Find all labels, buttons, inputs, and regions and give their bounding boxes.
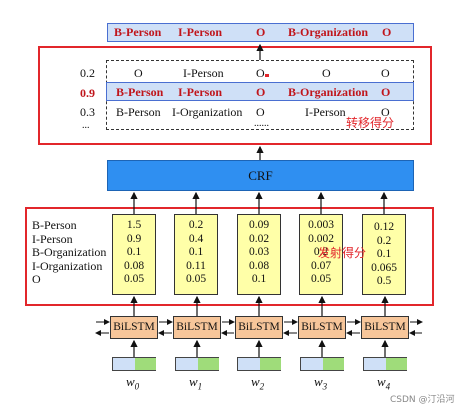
tag-label-2: B-Organization <box>32 245 107 260</box>
final-tag-3: B-Organization <box>288 25 368 39</box>
final-tag-1: I-Person <box>178 25 222 39</box>
emission-score: 0.11 <box>186 259 206 272</box>
tag-label-3: I-Organization <box>32 258 103 273</box>
candidate-score-0: 0.2 <box>80 66 95 80</box>
word-3: w3 <box>314 374 327 392</box>
emission-score: 0.5 <box>376 275 392 288</box>
final-tag-0: B-Person <box>114 25 162 39</box>
candidate-1-tag-4: O <box>381 85 391 99</box>
best-path-highlight <box>106 82 414 101</box>
emission-score: 0.4 <box>188 232 204 245</box>
emission-column-0: 1.5 0.9 0.1 0.08 0.05 <box>112 214 156 295</box>
final-tag-2: O <box>256 25 266 39</box>
final-tag-sequence: B-Person I-Person O B-Organization O <box>107 23 414 42</box>
final-tag-4: O <box>382 25 392 39</box>
candidate-0-tag-3: O <box>322 66 331 80</box>
crf-layer: CRF <box>107 160 414 191</box>
word-1: w1 <box>189 374 202 392</box>
cursor-mark <box>265 74 269 77</box>
bilstm-cell-2: BiLSTM <box>235 316 283 339</box>
tag-label-1: I-Person <box>32 231 73 246</box>
word-embedding-4 <box>363 357 407 371</box>
emission-column-4: 0.12 0.2 0.1 0.065 0.5 <box>362 214 406 295</box>
emission-score: 0.08 <box>123 259 145 272</box>
candidate-1-tag-2: O <box>256 85 266 99</box>
emission-score: 0.05 <box>185 273 207 286</box>
word-2-base: w <box>251 374 260 389</box>
word-4: w4 <box>377 374 390 392</box>
candidate-0-tag-2: O <box>256 66 265 80</box>
emission-score: 0.05 <box>123 273 145 286</box>
transition-score-box <box>38 46 432 145</box>
word-4-sub: 4 <box>385 381 391 392</box>
word-embedding-3 <box>300 357 344 371</box>
emission-score-box <box>25 207 434 306</box>
emission-score: 0.2 <box>376 234 392 247</box>
word-2: w2 <box>251 374 264 392</box>
candidate-2-tag-4: O <box>381 105 390 119</box>
emission-column-1: 0.2 0.4 0.1 0.11 0.05 <box>174 214 218 295</box>
emission-score: 0.9 <box>126 232 142 245</box>
word-0: w0 <box>126 374 139 392</box>
emission-column-3: 0.003 0.002 0.2 0.07 0.05 <box>299 214 343 295</box>
emission-score: 0.09 <box>248 219 270 231</box>
emission-score: 0.08 <box>248 259 270 272</box>
emission-score: 0.065 <box>371 261 397 274</box>
candidate-0-tag-1: I-Person <box>183 66 224 80</box>
word-1-base: w <box>189 374 198 389</box>
candidate-2-tag-1: I-Organization <box>172 105 243 119</box>
bilstm-cell-0: BiLSTM <box>110 316 158 339</box>
candidate-1-tag-1: I-Person <box>178 85 222 99</box>
emission-column-2: 0.09 0.02 0.03 0.08 0.1 <box>237 214 281 295</box>
tag-labels: B-Person I-Person B-Organization I-Organ… <box>32 218 107 287</box>
word-embedding-0 <box>112 357 156 371</box>
emission-score: 0.1 <box>376 248 392 261</box>
candidate-1-tag-0: B-Person <box>116 85 164 99</box>
word-2-sub: 2 <box>259 381 265 392</box>
emission-score: 0.2 <box>188 219 204 231</box>
word-0-sub: 0 <box>134 381 140 392</box>
candidate-3-ellipsis: ...... <box>254 118 269 129</box>
word-4-base: w <box>377 374 386 389</box>
word-0-base: w <box>126 374 135 389</box>
candidate-score-2: 0.3 <box>80 105 95 119</box>
emission-score: 0.03 <box>248 246 270 259</box>
emission-score: 0.05 <box>310 273 332 286</box>
bilstm-cell-4: BiLSTM <box>361 316 409 339</box>
word-3-base: w <box>314 374 323 389</box>
emission-score: 0.1 <box>126 246 142 259</box>
candidate-score-3: ... <box>82 120 90 131</box>
tag-label-0: B-Person <box>32 218 77 232</box>
candidate-0-tag-4: O <box>381 66 390 80</box>
emission-score: 1.5 <box>126 219 142 231</box>
candidate-2-tag-2: O <box>256 105 265 119</box>
emission-score: 0.12 <box>373 221 395 233</box>
emission-score: 0.1 <box>251 273 267 286</box>
candidate-1-tag-3: B-Organization <box>288 85 368 99</box>
watermark: CSDN @汀沿河 <box>390 395 455 405</box>
tag-label-4: O <box>32 272 41 287</box>
word-embedding-2 <box>237 357 281 371</box>
emission-score: 0.02 <box>248 232 270 245</box>
bilstm-cell-3: BiLSTM <box>298 316 346 339</box>
candidate-2-tag-3: I-Person <box>305 105 346 119</box>
word-1-sub: 1 <box>197 381 203 392</box>
word-embedding-1 <box>175 357 219 371</box>
emission-score: 0.002 <box>308 232 334 245</box>
transition-score-label: 转移得分 <box>346 116 395 130</box>
emission-score-label: 发射得分 <box>318 246 367 260</box>
word-3-sub: 3 <box>322 381 328 392</box>
emission-score: 0.07 <box>310 259 332 272</box>
candidate-score-1: 0.9 <box>80 86 95 100</box>
emission-score: 0.003 <box>308 219 334 231</box>
candidate-0-tag-0: O <box>134 66 143 80</box>
candidate-2-tag-0: B-Person <box>116 105 161 119</box>
bilstm-cell-1: BiLSTM <box>173 316 221 339</box>
emission-score: 0.1 <box>188 246 204 259</box>
emission-score: 0.2 <box>313 246 329 259</box>
